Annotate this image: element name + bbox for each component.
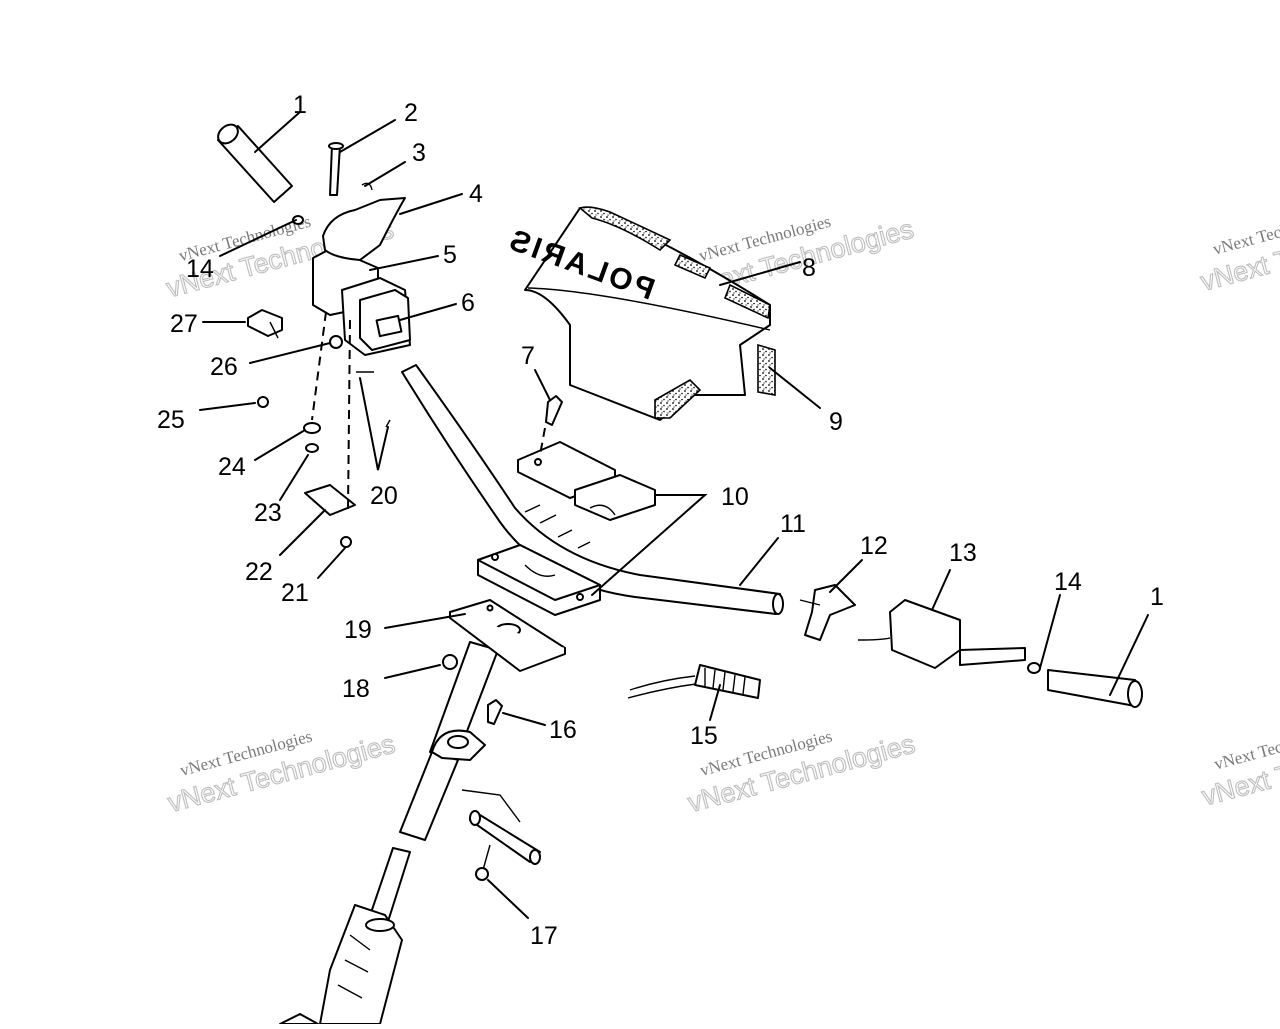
watermark-top-right: vNext Technologies vNext Technologies: [1197, 205, 1280, 297]
callout-4: 4: [469, 180, 483, 208]
left-control: [247, 142, 411, 548]
callout-1: 1: [293, 91, 307, 119]
watermark-bottom-left: vNext Technologies vNext Technologies: [164, 727, 399, 819]
callout-6: 6: [461, 289, 475, 317]
steering-post: [279, 641, 499, 1025]
callout-11: 11: [780, 510, 806, 538]
callout-2: 2: [404, 99, 418, 127]
callout-22: 22: [245, 558, 273, 586]
callout-20: 20: [370, 482, 398, 510]
callout-17: 17: [530, 922, 558, 950]
nut-18: [442, 654, 458, 670]
handlebar: [401, 364, 784, 615]
mounting-plate: [449, 599, 566, 672]
callout-18: 18: [342, 675, 370, 703]
callouts: 1 2 3 4 14 5 27 6 26 25 24 23 20 22 21 8…: [157, 91, 1164, 950]
callout-14b: 14: [1054, 568, 1082, 596]
callout-13: 13: [949, 539, 977, 567]
callout-26: 26: [210, 353, 238, 381]
callout-7: 7: [521, 342, 535, 370]
throttle-control: [799, 584, 856, 641]
callout-1b: 1: [1150, 583, 1164, 611]
lower-clamp: [477, 544, 601, 616]
callout-15: 15: [690, 722, 718, 750]
steering-bracket: [431, 699, 503, 761]
callout-16: 16: [549, 716, 577, 744]
callout-23: 23: [254, 499, 282, 527]
bushing-part: [461, 789, 541, 881]
callout-24: 24: [218, 453, 246, 481]
right-grip: [1027, 662, 1143, 708]
callout-12: 12: [860, 532, 888, 560]
upper-clamp: [517, 395, 656, 521]
callout-5: 5: [443, 241, 457, 269]
watermark-bottom-right: vNext Technologies vNext Technologies: [1198, 720, 1280, 812]
leader-lines: [199, 111, 1149, 919]
callout-19: 19: [344, 616, 372, 644]
callout-9: 9: [829, 408, 843, 436]
callout-14: 14: [186, 255, 214, 283]
callout-8: 8: [802, 254, 816, 282]
callout-10: 10: [721, 483, 749, 511]
callout-21: 21: [281, 579, 309, 607]
brake-lever: [857, 599, 1026, 669]
left-grip: [217, 123, 304, 225]
callout-3: 3: [412, 139, 426, 167]
heater-element: [627, 664, 761, 699]
callout-27: 27: [170, 310, 198, 338]
callout-25: 25: [157, 406, 185, 434]
